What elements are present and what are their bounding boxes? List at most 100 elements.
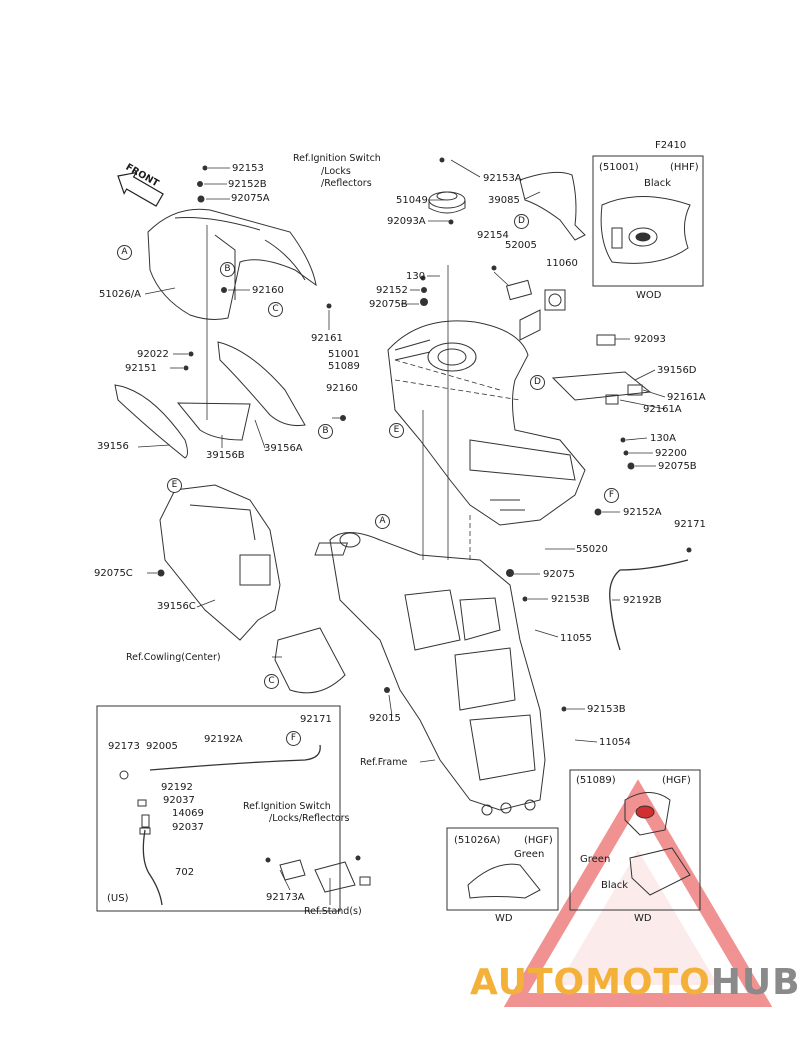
part-130a: 130A — [650, 433, 676, 444]
watermark-logo: AUTOMOTOHUB — [470, 962, 800, 1003]
part-92153: 92153 — [232, 163, 264, 174]
part-39156: 39156 — [97, 441, 129, 452]
panel-39156 — [114, 341, 306, 459]
ref-stand: Ref.Stand(s) — [304, 906, 362, 917]
part-92075b-2: 92075B — [658, 461, 697, 472]
part-702: 702 — [175, 867, 195, 878]
part-92154: 92154 — [477, 230, 509, 241]
part-39156c: 39156C — [157, 601, 196, 612]
inset-hgf-cowl-drawing — [467, 863, 541, 899]
callout-c: C — [264, 674, 279, 689]
part-92153b: 92153B — [551, 594, 590, 605]
inset-us-region: (US) — [107, 893, 129, 904]
part-92015: 92015 — [369, 713, 401, 724]
part-130: 130 — [406, 271, 426, 282]
ref-ignition-bottom-1: Ref.Ignition Switch — [243, 801, 331, 812]
inset-hgf-cowl-code: (51026A) — [454, 835, 501, 846]
part-92075b: 92075B — [369, 299, 408, 310]
inset-hgf-tank-drawing — [624, 792, 691, 896]
part-92173: 92173 — [108, 741, 140, 752]
pad-39085-drawing — [519, 171, 586, 241]
inset-us-box — [96, 705, 341, 912]
inset-hhf-color: Black — [644, 178, 672, 189]
inset-hgf-cowl-variant: (HGF) — [524, 835, 553, 846]
dashed-guides — [394, 359, 521, 560]
part-92093a: 92093A — [387, 216, 426, 227]
part-92161a-2: 92161A — [643, 404, 682, 415]
part-92160: 92160 — [252, 285, 284, 296]
callout-e: E — [167, 478, 182, 493]
part-92192: 92192 — [161, 782, 193, 793]
part-92037-b: 92037 — [172, 822, 204, 833]
part-92152a: 92152A — [623, 507, 662, 518]
part-92075a: 92075A — [231, 193, 270, 204]
inset-hgf-cowl-box — [446, 827, 559, 911]
pad-55020 — [314, 542, 349, 556]
inset-hgf-cowl-color: Green — [514, 849, 545, 860]
cover-39156c-drawing — [159, 484, 281, 641]
part-92173a: 92173A — [266, 892, 305, 903]
part-92005: 92005 — [146, 741, 178, 752]
part-92152b: 92152B — [228, 179, 267, 190]
part-39156a: 39156A — [264, 443, 303, 454]
part-55020: 55020 — [576, 544, 608, 555]
cowling-center-drawing — [274, 627, 346, 694]
part-14069: 14069 — [172, 808, 204, 819]
inset-hgf-tank-color-2: Black — [601, 880, 629, 891]
part-92153b-2: 92153B — [587, 704, 626, 715]
inset-hgf-tank-color-1: Green — [580, 854, 611, 865]
part-92171-us: 92171 — [300, 714, 332, 725]
ref-cowling-center: Ref.Cowling(Center) — [126, 652, 221, 663]
part-11054: 11054 — [599, 737, 631, 748]
part-51001: 51001 — [328, 349, 360, 360]
ref-ignition-top-2: /Locks — [321, 166, 351, 177]
leader-lines — [137, 159, 666, 905]
frame-drawing — [329, 532, 546, 816]
callout-f: F — [604, 488, 619, 503]
watermark-part1: AUTOMOTO — [470, 962, 711, 1003]
switch-parts-drawing — [279, 859, 371, 893]
part-51049: 51049 — [396, 195, 428, 206]
part-92151: 92151 — [125, 363, 157, 374]
callout-d: D — [514, 214, 529, 229]
callout-a: A — [375, 514, 390, 529]
inset-hgf-tank-variant: (HGF) — [662, 775, 691, 786]
part-11060: 11060 — [546, 258, 578, 269]
callout-d: D — [530, 375, 545, 390]
part-92192b: 92192B — [623, 595, 662, 606]
us-fittings-drawing — [119, 770, 151, 835]
watermark-triangle — [503, 779, 773, 1007]
part-92075: 92075 — [543, 569, 575, 580]
part-39085: 39085 — [488, 195, 520, 206]
inset-hhf-code: (51001) — [599, 162, 639, 173]
figure-code: F2410 — [655, 140, 687, 151]
front-arrow-icon — [117, 171, 164, 207]
ref-ignition-top-1: Ref.Ignition Switch — [293, 153, 381, 164]
inset-hgf-cowl-footer: WD — [495, 913, 513, 924]
part-92022: 92022 — [137, 349, 169, 360]
callout-b: B — [220, 262, 235, 277]
ref-frame: Ref.Frame — [360, 757, 408, 768]
inset-hhf-box — [592, 155, 704, 287]
callout-e: E — [389, 423, 404, 438]
ref-ignition-top-3: /Reflectors — [321, 178, 372, 189]
inset-hgf-tank-box — [569, 769, 701, 911]
part-11055: 11055 — [560, 633, 592, 644]
part-92093: 92093 — [634, 334, 666, 345]
part-92153a: 92153A — [483, 173, 522, 184]
part-51089: 51089 — [328, 361, 360, 372]
part-39156d: 39156D — [657, 365, 697, 376]
callout-c: C — [268, 302, 283, 317]
part-92192a: 92192A — [204, 734, 243, 745]
part-92171: 92171 — [674, 519, 706, 530]
part-51026a: 51026/A — [99, 289, 142, 300]
fuel-tank-drawing — [387, 320, 586, 526]
part-92200: 92200 — [655, 448, 687, 459]
part-92161a-1: 92161A — [667, 392, 706, 403]
hoses-drawing — [142, 559, 689, 906]
callout-b: B — [318, 424, 333, 439]
part-92161: 92161 — [311, 333, 343, 344]
part-92037: 92037 — [163, 795, 195, 806]
part-92075c: 92075C — [94, 568, 133, 579]
